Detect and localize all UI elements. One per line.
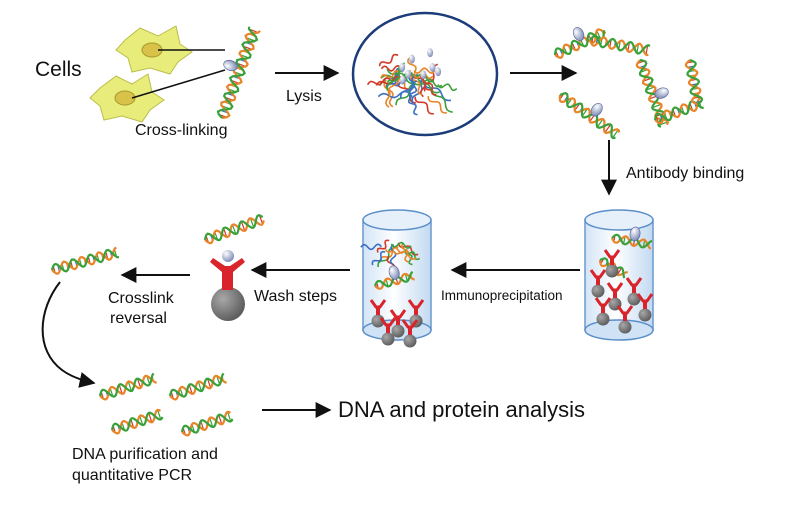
label-cells: Cells (35, 58, 82, 81)
label-dna-protein-analysis: DNA and protein analysis (338, 397, 586, 422)
dna-helix (50, 246, 120, 275)
ip-tube-content (589, 226, 654, 334)
dna-helix (684, 58, 704, 106)
dna-helix (180, 410, 234, 437)
dna-helix (553, 27, 607, 59)
label-wash-steps: Wash steps (254, 288, 337, 305)
dna-helix (110, 408, 164, 435)
label-dna-purification-line1: DNA purification and (72, 446, 218, 463)
lysate-fragments (366, 48, 458, 116)
label-cross-linking: Cross-linking (135, 122, 228, 139)
cell-2 (89, 73, 165, 123)
dna-helix (98, 372, 157, 401)
dna-helix (168, 372, 227, 401)
dna-helix (373, 265, 415, 290)
dna-helix (203, 213, 265, 245)
label-antibody-binding: Antibody binding (626, 165, 745, 182)
dna-helix (558, 91, 621, 140)
wash-tube-content (360, 239, 425, 348)
dna-helix (588, 34, 651, 57)
label-immunoprecipitation: Immunoprecipitation (441, 288, 563, 303)
cell-1 (115, 25, 193, 75)
dna-helix (216, 26, 261, 120)
dna-helix (611, 226, 653, 250)
dna-helices (50, 26, 704, 437)
label-crosslink-reversal-line1: Crosslink (108, 290, 174, 307)
ip-tube (584, 209, 654, 341)
label-lysis: Lysis (286, 88, 322, 105)
arrows (41, 65, 617, 418)
wash-tube (360, 209, 432, 348)
lysis-container (351, 11, 499, 137)
bead-antibody-complex (210, 250, 245, 321)
label-crosslink-reversal-line2: reversal (110, 310, 167, 327)
label-dna-purification-line2: quantitative PCR (72, 467, 193, 484)
